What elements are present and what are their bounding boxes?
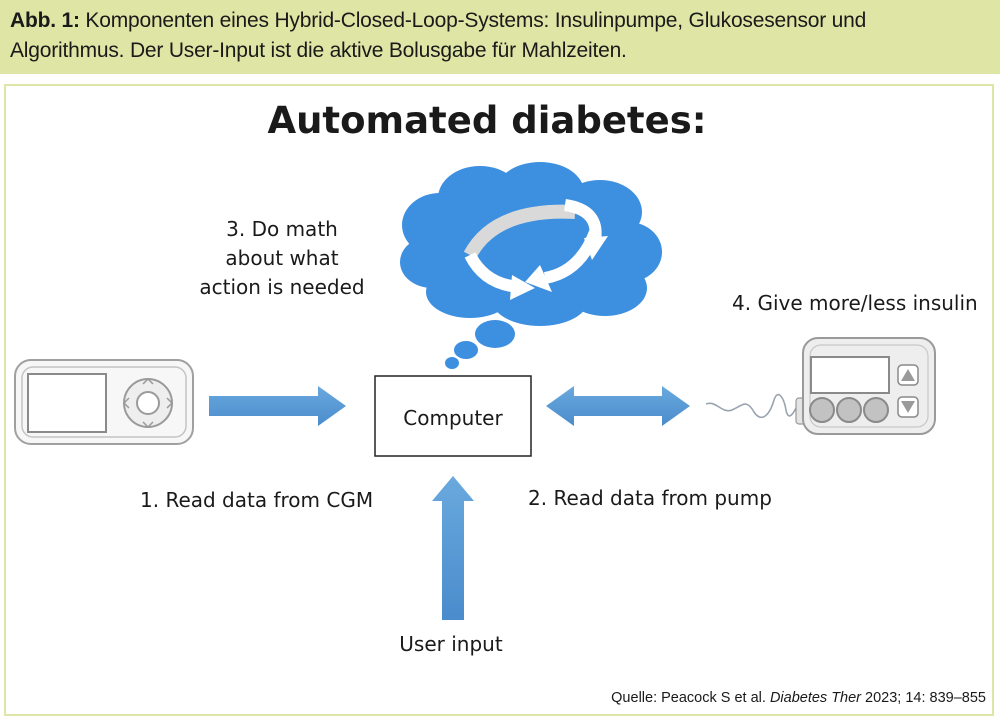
caption-label: Abb. 1: xyxy=(10,9,80,32)
computer-label: Computer xyxy=(403,406,503,430)
step-3-line-2: about what xyxy=(225,246,338,270)
insulin-pump-icon xyxy=(795,337,936,435)
arrow-user-input xyxy=(432,476,474,620)
figure-frame xyxy=(4,84,994,716)
computer-box xyxy=(374,375,532,457)
caption-line-2: Algorithmus. Der User-Input ist die akti… xyxy=(10,39,627,62)
source-journal: Diabetes Ther xyxy=(769,690,862,706)
arrow-computer-pump xyxy=(546,386,690,426)
caption-text-1: Komponenten eines Hybrid-Closed-Loop-Sys… xyxy=(85,9,867,32)
source-suffix: 2023; 14: 839–855 xyxy=(861,690,986,706)
step-4-label: 4. Give more/less insulin xyxy=(732,291,978,315)
step-3-line-1: 3. Do math xyxy=(226,217,338,241)
caption-line-1: Abb. 1: Komponenten eines Hybrid-Closed-… xyxy=(10,6,990,36)
step-2-label: 2. Read data from pump xyxy=(528,486,772,510)
step-1-label: 1. Read data from CGM xyxy=(140,488,373,512)
cgm-device-icon xyxy=(14,359,194,445)
thought-cloud-icon xyxy=(400,162,662,369)
figure-caption: Abb. 1: Komponenten eines Hybrid-Closed-… xyxy=(0,0,1000,74)
step-3-line-3: action is needed xyxy=(199,275,364,299)
user-input-label: User input xyxy=(399,632,503,656)
source-citation: Quelle: Peacock S et al. Diabetes Ther 2… xyxy=(611,690,986,706)
diagram-title: Automated diabetes: xyxy=(267,99,706,142)
pump-tubing xyxy=(705,393,797,418)
arrow-cgm-to-computer xyxy=(209,386,346,426)
source-prefix: Quelle: Peacock S et al. xyxy=(611,690,770,706)
step-3-label: 3. Do math about what action is needed xyxy=(199,217,364,299)
